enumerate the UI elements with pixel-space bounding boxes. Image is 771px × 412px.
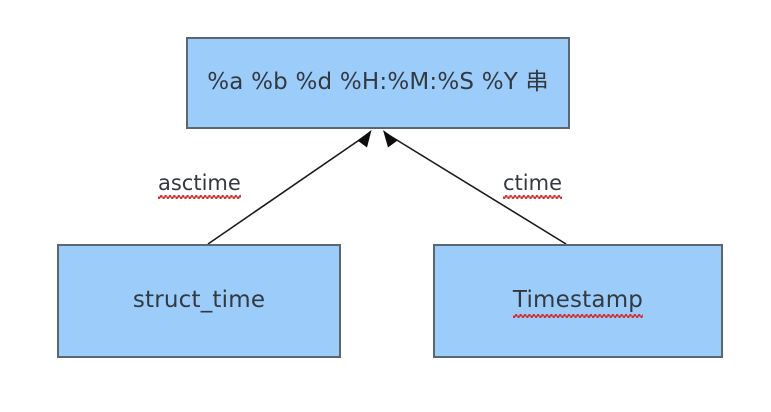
node-timestamp-label: Timestamp <box>512 287 644 318</box>
edge-label-ctime: ctime <box>503 171 562 200</box>
edge-label-ctime-text: ctime <box>503 171 562 200</box>
node-format-string[interactable]: %a %b %d %H:%M:%S %Y 串 <box>186 37 570 129</box>
node-struct-time[interactable]: struct_time <box>57 244 341 358</box>
edge-label-asctime: asctime <box>158 171 241 200</box>
node-timestamp[interactable]: Timestamp <box>433 244 723 358</box>
edge-asctime-arrowhead <box>357 130 372 148</box>
edge-label-asctime-text: asctime <box>158 171 241 200</box>
node-format-string-label: %a %b %d %H:%M:%S %Y 串 <box>207 69 549 96</box>
node-struct-time-label: struct_time <box>132 287 266 314</box>
edge-ctime-arrowhead <box>383 130 398 148</box>
